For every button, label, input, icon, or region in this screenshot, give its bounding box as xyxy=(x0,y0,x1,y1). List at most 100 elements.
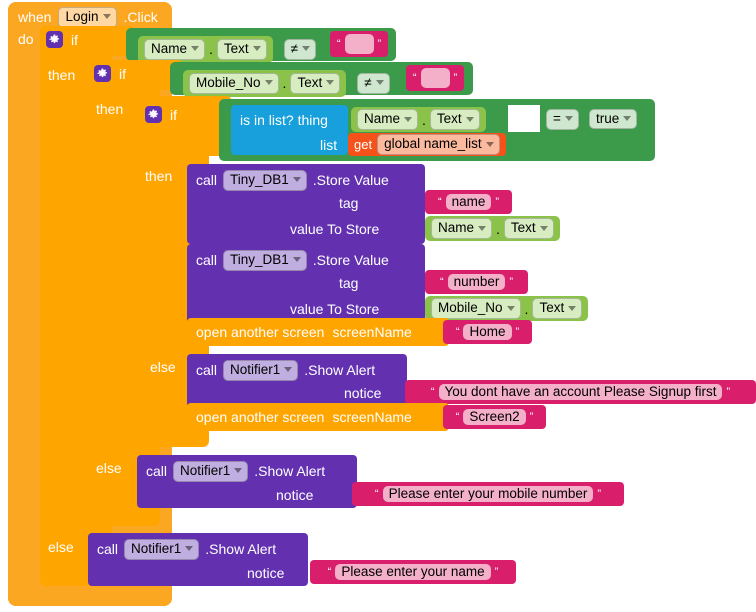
chevron-down-icon[interactable] xyxy=(302,46,311,52)
quote-close: ” xyxy=(377,37,382,50)
component-dropdown-notifier-3[interactable]: Notifier1 xyxy=(124,539,200,560)
text-block-mobile-msg[interactable]: “ Please enter your mobile number ” xyxy=(352,482,624,506)
property-dropdown-text-2[interactable]: Text xyxy=(290,73,341,94)
text-value-field-tag-number[interactable]: number xyxy=(447,273,506,291)
chevron-down-icon[interactable] xyxy=(234,468,243,474)
property-dropdown-text-store1[interactable]: Text xyxy=(503,218,554,239)
call-label: call xyxy=(97,541,119,558)
property-dropdown-text-3[interactable]: Text xyxy=(429,109,480,130)
component-dropdown-mobileno-store2[interactable]: Mobile_No xyxy=(431,298,521,319)
open-screen-screen2-block[interactable] xyxy=(187,403,449,431)
component-label: Notifier1 xyxy=(230,362,281,377)
component-dropdown-name-1[interactable]: Name xyxy=(144,39,206,60)
if-block-3-header[interactable] xyxy=(137,96,232,156)
logic-true-block[interactable]: true xyxy=(583,106,644,132)
text-value-field-home[interactable]: Home xyxy=(463,323,512,341)
component-label: Tiny_DB1 xyxy=(230,172,289,187)
text-value-field-no-account[interactable]: You dont have an account Please Signup f… xyxy=(438,383,723,401)
component-dropdown-notifier-2[interactable]: Notifier1 xyxy=(173,461,249,482)
dot-separator: . xyxy=(524,300,529,317)
component-getter-store-1[interactable]: Name . Text xyxy=(425,216,560,241)
component-getter-2[interactable]: Mobile_No . Text xyxy=(183,70,347,97)
chevron-down-icon[interactable] xyxy=(506,305,515,311)
operator-dropdown-1[interactable]: ≠ xyxy=(283,39,317,60)
text-block-home[interactable]: “ Home ” xyxy=(443,320,532,344)
chevron-down-icon[interactable] xyxy=(375,80,384,86)
quote-close: ” xyxy=(726,385,731,398)
chevron-down-icon[interactable] xyxy=(185,546,194,552)
chevron-down-icon[interactable] xyxy=(568,305,577,311)
component-getter-1[interactable]: Name . Text xyxy=(138,36,273,63)
if-1-label: if xyxy=(71,31,78,48)
chevron-down-icon[interactable] xyxy=(191,46,200,52)
component-dropdown-name-store1[interactable]: Name xyxy=(431,218,493,239)
operator-label: ≠ xyxy=(290,41,299,56)
mutator-gear-icon[interactable] xyxy=(145,106,162,123)
chevron-down-icon[interactable] xyxy=(539,225,548,231)
component-dropdown-notifier-1[interactable]: Notifier1 xyxy=(223,360,299,381)
chevron-down-icon[interactable] xyxy=(465,116,474,122)
component-label: Name xyxy=(364,111,401,127)
screenname-param-label: screenName xyxy=(332,409,412,425)
text-value-field-mobile-msg[interactable]: Please enter your mobile number xyxy=(382,485,594,503)
mutator-gear-icon[interactable] xyxy=(94,65,111,82)
component-dropdown-tinydb-1[interactable]: Tiny_DB1 xyxy=(223,170,307,191)
chevron-down-icon[interactable] xyxy=(623,116,632,121)
chevron-down-icon[interactable] xyxy=(264,80,273,86)
chevron-down-icon[interactable] xyxy=(404,116,413,122)
chevron-down-icon[interactable] xyxy=(292,177,301,183)
mutator-gear-icon[interactable] xyxy=(46,31,63,48)
text-value-field-screen2[interactable]: Screen2 xyxy=(463,408,526,426)
component-getter-store-2[interactable]: Mobile_No . Text xyxy=(425,296,589,321)
if-3-label: if xyxy=(170,106,177,123)
chevron-down-icon[interactable] xyxy=(564,116,573,122)
chevron-down-icon[interactable] xyxy=(485,141,494,147)
text-value: Home xyxy=(469,323,506,339)
text-block-name-msg[interactable]: “ Please enter your name ” xyxy=(310,560,516,584)
variable-dropdown-namelist[interactable]: global name_list xyxy=(377,134,500,155)
chevron-down-icon[interactable] xyxy=(284,367,293,373)
chevron-down-icon[interactable] xyxy=(478,225,487,231)
quote-open: “ xyxy=(455,325,460,338)
text-value-field-tag-name[interactable]: name xyxy=(445,193,492,211)
text-value-field-name-msg[interactable]: Please enter your name xyxy=(335,563,491,581)
property-dropdown-text-1[interactable]: Text xyxy=(216,39,267,60)
event-component-dropdown[interactable]: Login xyxy=(58,7,117,28)
variable-label: global name_list xyxy=(384,136,482,152)
text-value: You dont have an account Please Signup f… xyxy=(444,383,717,399)
alert-no-account-header: call Notifier1 .Show Alert xyxy=(196,360,375,381)
text-block-tag-number[interactable]: “ number ” xyxy=(425,270,528,294)
true-dropdown[interactable]: true xyxy=(589,108,638,130)
get-label: get xyxy=(354,137,373,152)
chevron-down-icon[interactable] xyxy=(102,14,111,20)
method-label: .Store Value xyxy=(312,252,389,269)
property-label: Text xyxy=(436,111,462,127)
component-dropdown-mobileno-2[interactable]: Mobile_No xyxy=(189,73,279,94)
call-label: call xyxy=(146,463,168,480)
operator-dropdown-3[interactable]: = xyxy=(546,109,579,130)
chevron-down-icon[interactable] xyxy=(326,80,335,86)
component-getter-3[interactable]: Name . Text xyxy=(351,107,486,132)
component-dropdown-name-3[interactable]: Name xyxy=(357,109,419,130)
component-dropdown-tinydb-2[interactable]: Tiny_DB1 xyxy=(223,250,307,271)
quote-open: “ xyxy=(412,71,417,84)
text-value-field-2[interactable] xyxy=(420,68,450,88)
component-label: Name xyxy=(438,220,475,236)
text-value-field-1[interactable] xyxy=(344,34,374,54)
property-label: Text xyxy=(223,41,249,56)
quote-open: “ xyxy=(439,275,444,288)
chevron-down-icon[interactable] xyxy=(292,257,301,263)
property-dropdown-text-store2[interactable]: Text xyxy=(532,298,583,319)
open-screen-home-block[interactable] xyxy=(187,318,449,346)
compare-2-row: Mobile_No . Text ≠ xyxy=(183,70,390,97)
chevron-down-icon[interactable] xyxy=(252,46,261,52)
text-block-no-account[interactable]: “ You dont have an account Please Signup… xyxy=(405,380,756,404)
event-name-label: .Click xyxy=(123,9,158,26)
text-block-empty-2[interactable]: “ ” xyxy=(406,65,464,91)
text-block-tag-name[interactable]: “ name ” xyxy=(425,190,512,214)
text-block-empty-1[interactable]: “ ” xyxy=(330,31,388,57)
is-in-list-block[interactable] xyxy=(231,105,348,155)
variable-get-block[interactable]: get global name_list xyxy=(348,133,506,156)
operator-dropdown-2[interactable]: ≠ xyxy=(357,73,390,94)
text-block-screen2[interactable]: “ Screen2 ” xyxy=(443,405,546,429)
